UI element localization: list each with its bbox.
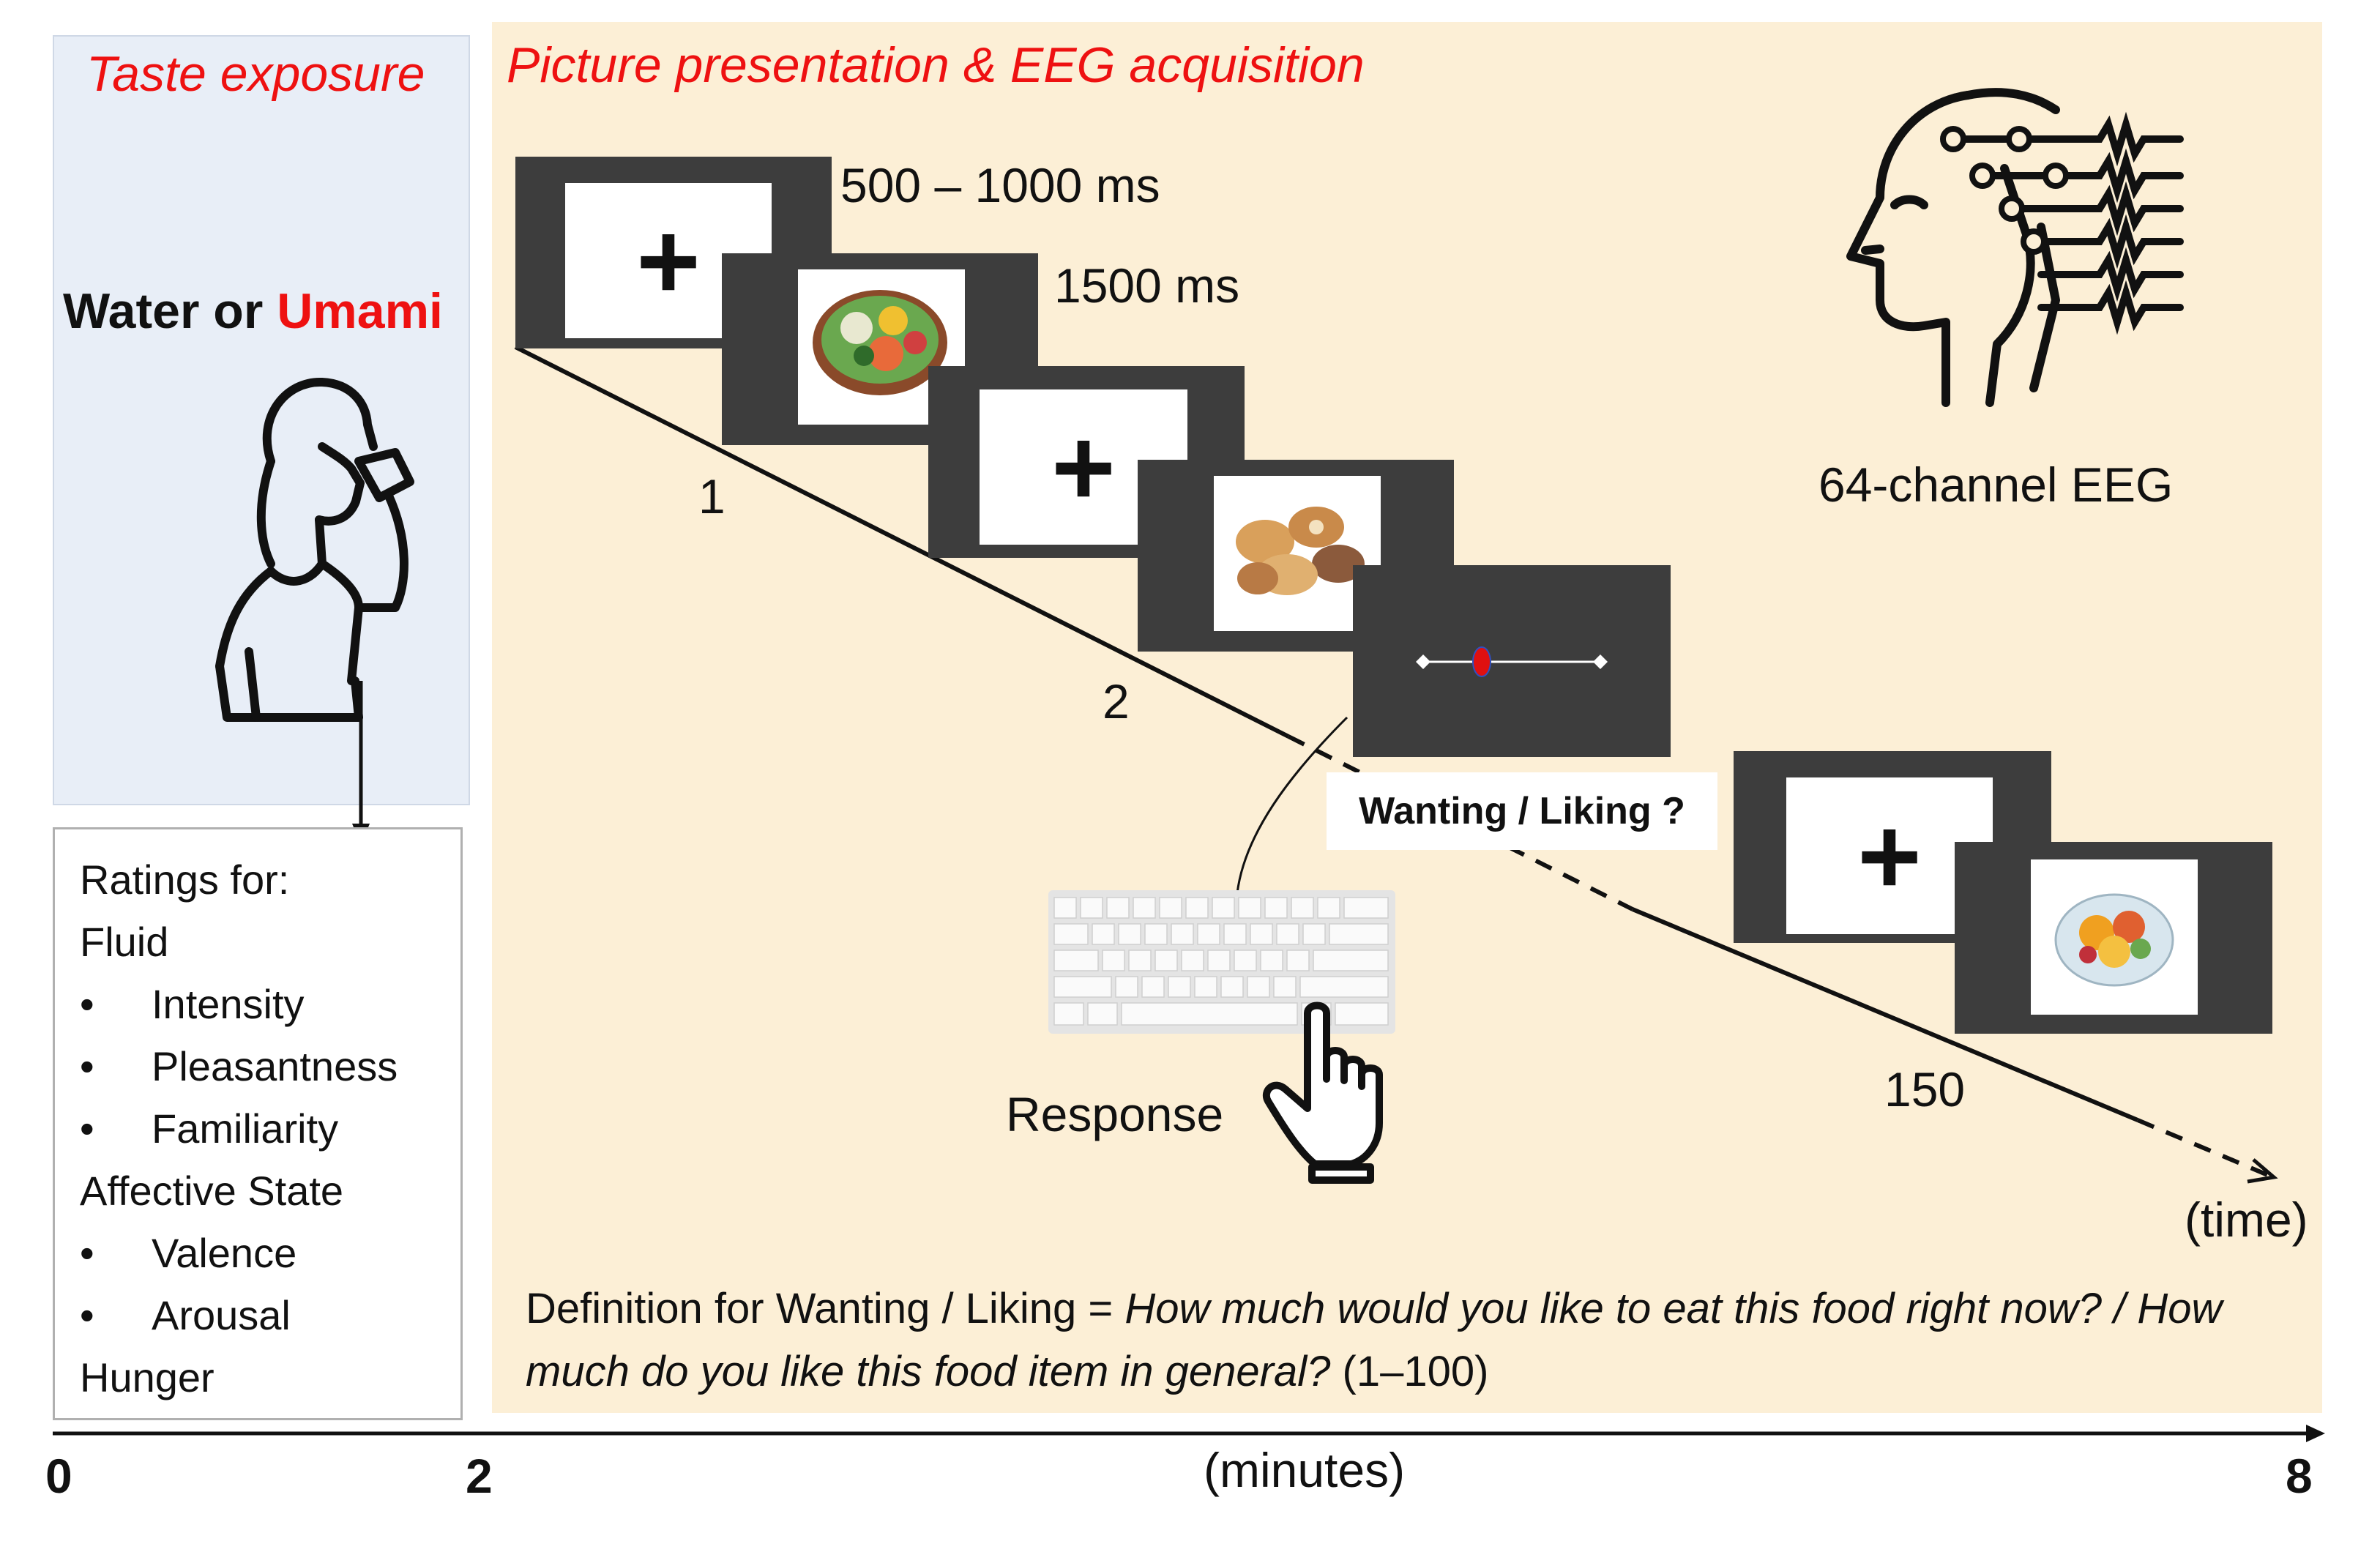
rating-screen [1353,565,1671,757]
rating-pleasantness: •Pleasantness [80,1043,398,1089]
rating-valence: •Valence [80,1230,297,1276]
fluid-heading: Fluid [80,919,169,965]
eeg-head-icon [1846,88,2184,407]
food-screen-150 [1955,842,2272,1034]
ratings-list: Ratings for: Fluid •Intensity •Pleasantn… [53,827,463,1420]
pointing-hand-icon [1263,1001,1383,1184]
trial-2-label: 2 [1103,674,1130,728]
taste-exposure-title: Taste exposure [86,46,425,102]
minutes-axis [53,1425,2325,1442]
picture-duration: 1500 ms [1054,258,1240,313]
axis-tick-0: 0 [45,1449,72,1503]
pastries-image [1236,507,1365,595]
fruit-bowl-image [2054,893,2174,987]
hunger-heading: Hunger [80,1354,215,1400]
salad-image [813,290,947,395]
time-label: (time) [2185,1193,2308,1247]
affective-heading: Affective State [80,1168,344,1214]
response-label: Response [1006,1087,1224,1141]
drinking-person-icon [215,377,414,722]
procedure-title: Picture presentation & EEG acquisition [507,37,1365,93]
trial-150-label: 150 [1884,1062,1966,1116]
food-screen-2 [1138,460,1454,652]
axis-unit-label: (minutes) [1204,1443,1406,1497]
rating-arousal: •Arousal [80,1292,291,1338]
wanting-liking-definition: Definition for Wanting / Liking = How mu… [526,1285,2223,1395]
trial-1-label: 1 [698,469,725,523]
taste-exposure-panel [53,35,470,805]
eeg-label: 64-channel EEG [1818,458,2174,512]
umami-label: Umami [277,283,443,339]
definition-questions: How much would you like to eat this food… [526,1285,2223,1395]
fixation-duration: 500 – 1000 ms [840,158,1160,212]
food-picture-2 [1214,476,1381,631]
solution-label: Water or Umami [63,283,443,339]
rating-familiarity: •Familiarity [80,1105,339,1152]
rating-slider [1416,646,1608,677]
keyboard-icon [1048,890,1395,1034]
food-picture-3 [2031,859,2198,1015]
food-picture [798,269,965,425]
axis-tick-8: 8 [2286,1449,2313,1503]
rating-intensity: •Intensity [80,981,305,1027]
axis-tick-2: 2 [466,1449,493,1503]
ratings-header: Ratings for: [80,857,290,903]
rating-question: Wanting / Liking ? [1327,772,1717,850]
